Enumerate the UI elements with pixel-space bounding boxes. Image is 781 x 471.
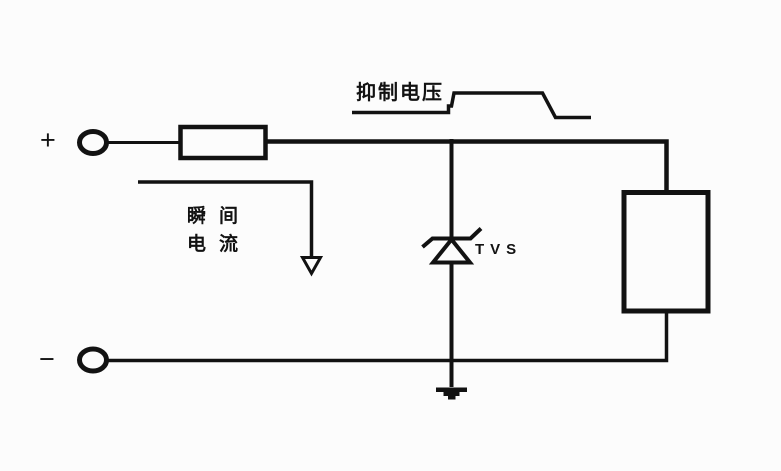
load-box-symbol: [621, 190, 711, 314]
negative-terminal-circle: [77, 346, 109, 374]
positive-terminal-circle: [77, 129, 109, 156]
negative-terminal-label: −: [39, 344, 55, 374]
transient-current-label-line2: 电流: [187, 234, 252, 255]
suppression-voltage-waveform: [352, 91, 591, 120]
wire-bottom-rail: [107, 311, 669, 363]
transient-current-label: 瞬间 电流: [187, 203, 251, 259]
series-resistor-symbol: [178, 124, 268, 161]
suppression-voltage-label: 抑制电压: [356, 82, 444, 104]
transient-current-label-line1: 瞬间: [187, 206, 252, 227]
ground-symbol: [436, 387, 467, 400]
positive-terminal-label: +: [40, 125, 56, 155]
tvs-label: TVS: [475, 241, 523, 258]
tvs-diode-symbol: [421, 227, 483, 265]
transient-current-arrow: [138, 180, 324, 277]
wire-top-rail: [265, 139, 669, 192]
